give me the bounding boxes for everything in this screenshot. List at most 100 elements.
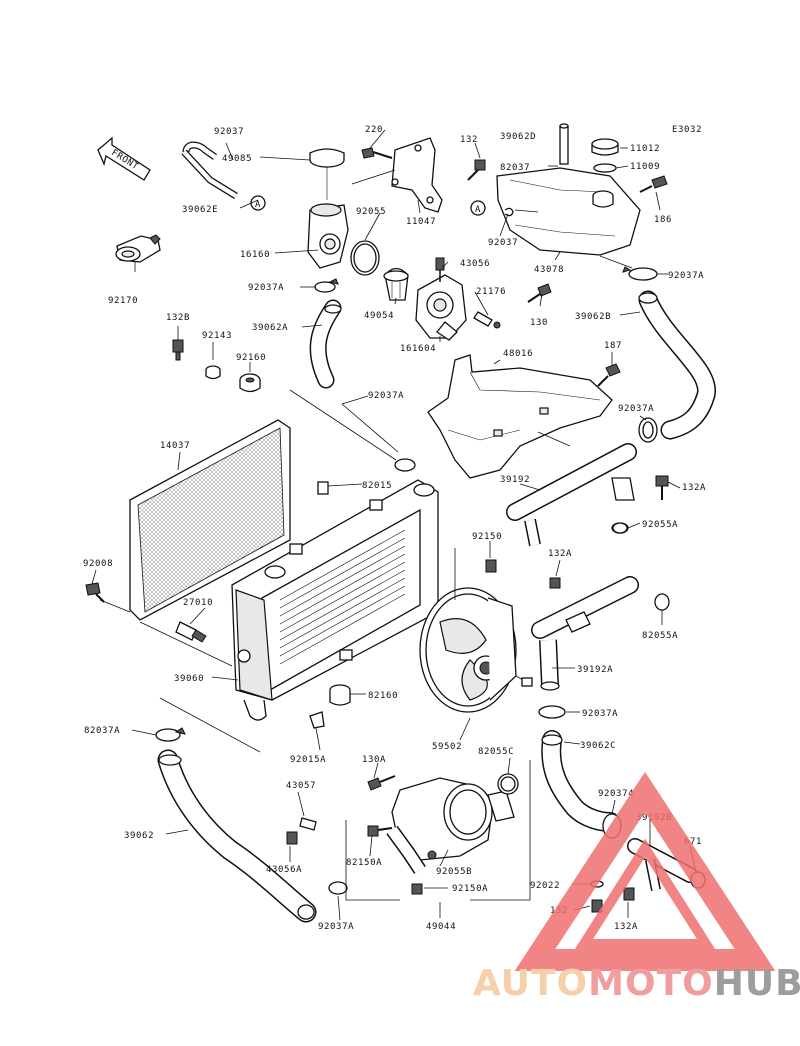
tube-39062d xyxy=(559,123,569,165)
label-132-top: 132 xyxy=(460,135,478,145)
label-43056A: 43056A xyxy=(266,865,302,875)
hose-39062b xyxy=(638,290,716,440)
label-220: 220 xyxy=(365,125,383,135)
filler-cap-on-tank xyxy=(592,190,614,208)
clamp-92037a-right2 xyxy=(638,417,658,443)
label-11047: 11047 xyxy=(406,217,436,227)
clamp-92037a-right xyxy=(622,266,658,281)
water-pump-49044 xyxy=(386,777,515,874)
label-92015A: 92015A xyxy=(290,755,326,765)
clamp-92037-mid: A xyxy=(470,200,514,217)
label-82015: 82015 xyxy=(362,481,392,491)
grommet-92143 xyxy=(205,365,221,380)
label-187: 187 xyxy=(604,341,622,351)
label-132A-mid: 132A xyxy=(548,549,572,559)
bolt-132b xyxy=(172,339,184,361)
clamp-92170 xyxy=(115,234,161,263)
label-92055A: 92055A xyxy=(642,520,678,530)
thermostat-housing-161604 xyxy=(415,274,467,341)
bolt-132a-bottom xyxy=(623,887,635,901)
label-82037A: 82037A xyxy=(84,726,120,736)
radiator-39060 xyxy=(231,458,439,721)
leader-lines xyxy=(91,129,697,921)
hose-39062c xyxy=(541,730,620,832)
label-92037A-right: 92037A xyxy=(668,271,704,281)
bolt-187 xyxy=(597,363,621,387)
label-39062D: 39062D xyxy=(500,132,536,142)
bolt-220 xyxy=(361,147,393,159)
pipe-39192a xyxy=(531,576,639,691)
label-92037A-bottom-left: 92037A xyxy=(318,922,354,932)
label-82150A: 82150A xyxy=(346,858,382,868)
label-43057: 43057 xyxy=(286,781,316,791)
label-49085: 49085 xyxy=(222,154,252,164)
fan-59502 xyxy=(419,587,533,713)
clamp-82037a xyxy=(155,727,186,742)
bracket-11047 xyxy=(391,137,443,213)
bolt-92008 xyxy=(85,582,105,603)
watermark-logo: AUTOMOTOHUB xyxy=(473,771,800,1004)
label-39192A: 39192A xyxy=(577,665,613,675)
label-27010: 27010 xyxy=(183,598,213,608)
bolt-132-top xyxy=(467,159,486,181)
label-39062B: 39062B xyxy=(575,312,611,322)
label-82160: 82160 xyxy=(368,691,398,701)
bolt-130 xyxy=(527,283,552,303)
clamp-92037a-upper xyxy=(314,278,339,293)
label-39062E: 39062E xyxy=(182,205,218,215)
label-92022: 92022 xyxy=(530,881,560,891)
label-132B: 132B xyxy=(166,313,190,323)
label-82037: 82037 xyxy=(500,163,530,173)
thermostat-49054 xyxy=(383,267,409,301)
o-ring-82055c xyxy=(497,773,519,795)
pipe-39192 xyxy=(506,443,637,547)
label-39062A: 39062A xyxy=(252,323,288,333)
callout-a-right-text: A xyxy=(475,205,481,215)
label-21176: 21176 xyxy=(476,287,506,297)
grommet-92160-top xyxy=(239,373,261,393)
label-92037A-right2: 92037A xyxy=(618,404,654,414)
fan-switch-27010 xyxy=(175,621,207,643)
grommet-82160 xyxy=(329,684,351,706)
gasket-11009 xyxy=(593,163,617,173)
label-39062: 39062 xyxy=(124,831,154,841)
watermark-text: AUTOMOTOHUB xyxy=(473,963,800,1004)
reservoir-tank-43078 xyxy=(496,167,641,256)
label-11012: 11012 xyxy=(630,144,660,154)
label-92160: 92160 xyxy=(236,353,266,363)
cap-11012 xyxy=(591,138,619,156)
label-49054: 49054 xyxy=(364,311,394,321)
diagram-code: E3032 xyxy=(672,125,702,135)
label-39062C: 39062C xyxy=(580,741,616,751)
hose-39062 xyxy=(157,749,317,923)
label-39192: 39192 xyxy=(500,475,530,485)
radiator-core xyxy=(279,529,406,665)
label-130A: 130A xyxy=(362,755,386,765)
label-82055A: 82055A xyxy=(642,631,678,641)
watermark-triangle-outer xyxy=(514,771,776,971)
callout-a-left-text: A xyxy=(255,200,261,210)
label-92037-top: 92037 xyxy=(214,127,244,137)
bolt-92150a xyxy=(411,883,423,895)
shroud-48016 xyxy=(427,354,613,479)
watermark-triangle-inner xyxy=(574,838,716,949)
o-ring-92055a xyxy=(612,522,628,534)
bolt-82150a xyxy=(367,825,393,837)
part-labels: E3032 92037 49085 39062E 220 11047 92055… xyxy=(83,125,705,932)
o-ring-92055 xyxy=(350,240,380,276)
bolt-186 xyxy=(639,175,668,193)
label-49044: 49044 xyxy=(426,922,456,932)
filler-neck-16160 xyxy=(307,203,349,269)
clamp-92037a-bottom-right xyxy=(538,705,566,719)
label-92037-mid: 92037 xyxy=(488,238,518,248)
label-39060: 39060 xyxy=(174,674,204,684)
sensor-43056 xyxy=(435,257,445,282)
label-132A-bottom: 132A xyxy=(614,922,638,932)
watermark-part3: HUB xyxy=(714,963,800,1004)
clamp-92037a-bottom-left xyxy=(328,881,348,895)
label-161604: 161604 xyxy=(400,344,436,354)
label-16160: 16160 xyxy=(240,250,270,260)
label-92143: 92143 xyxy=(202,331,232,341)
label-130: 130 xyxy=(530,318,548,328)
